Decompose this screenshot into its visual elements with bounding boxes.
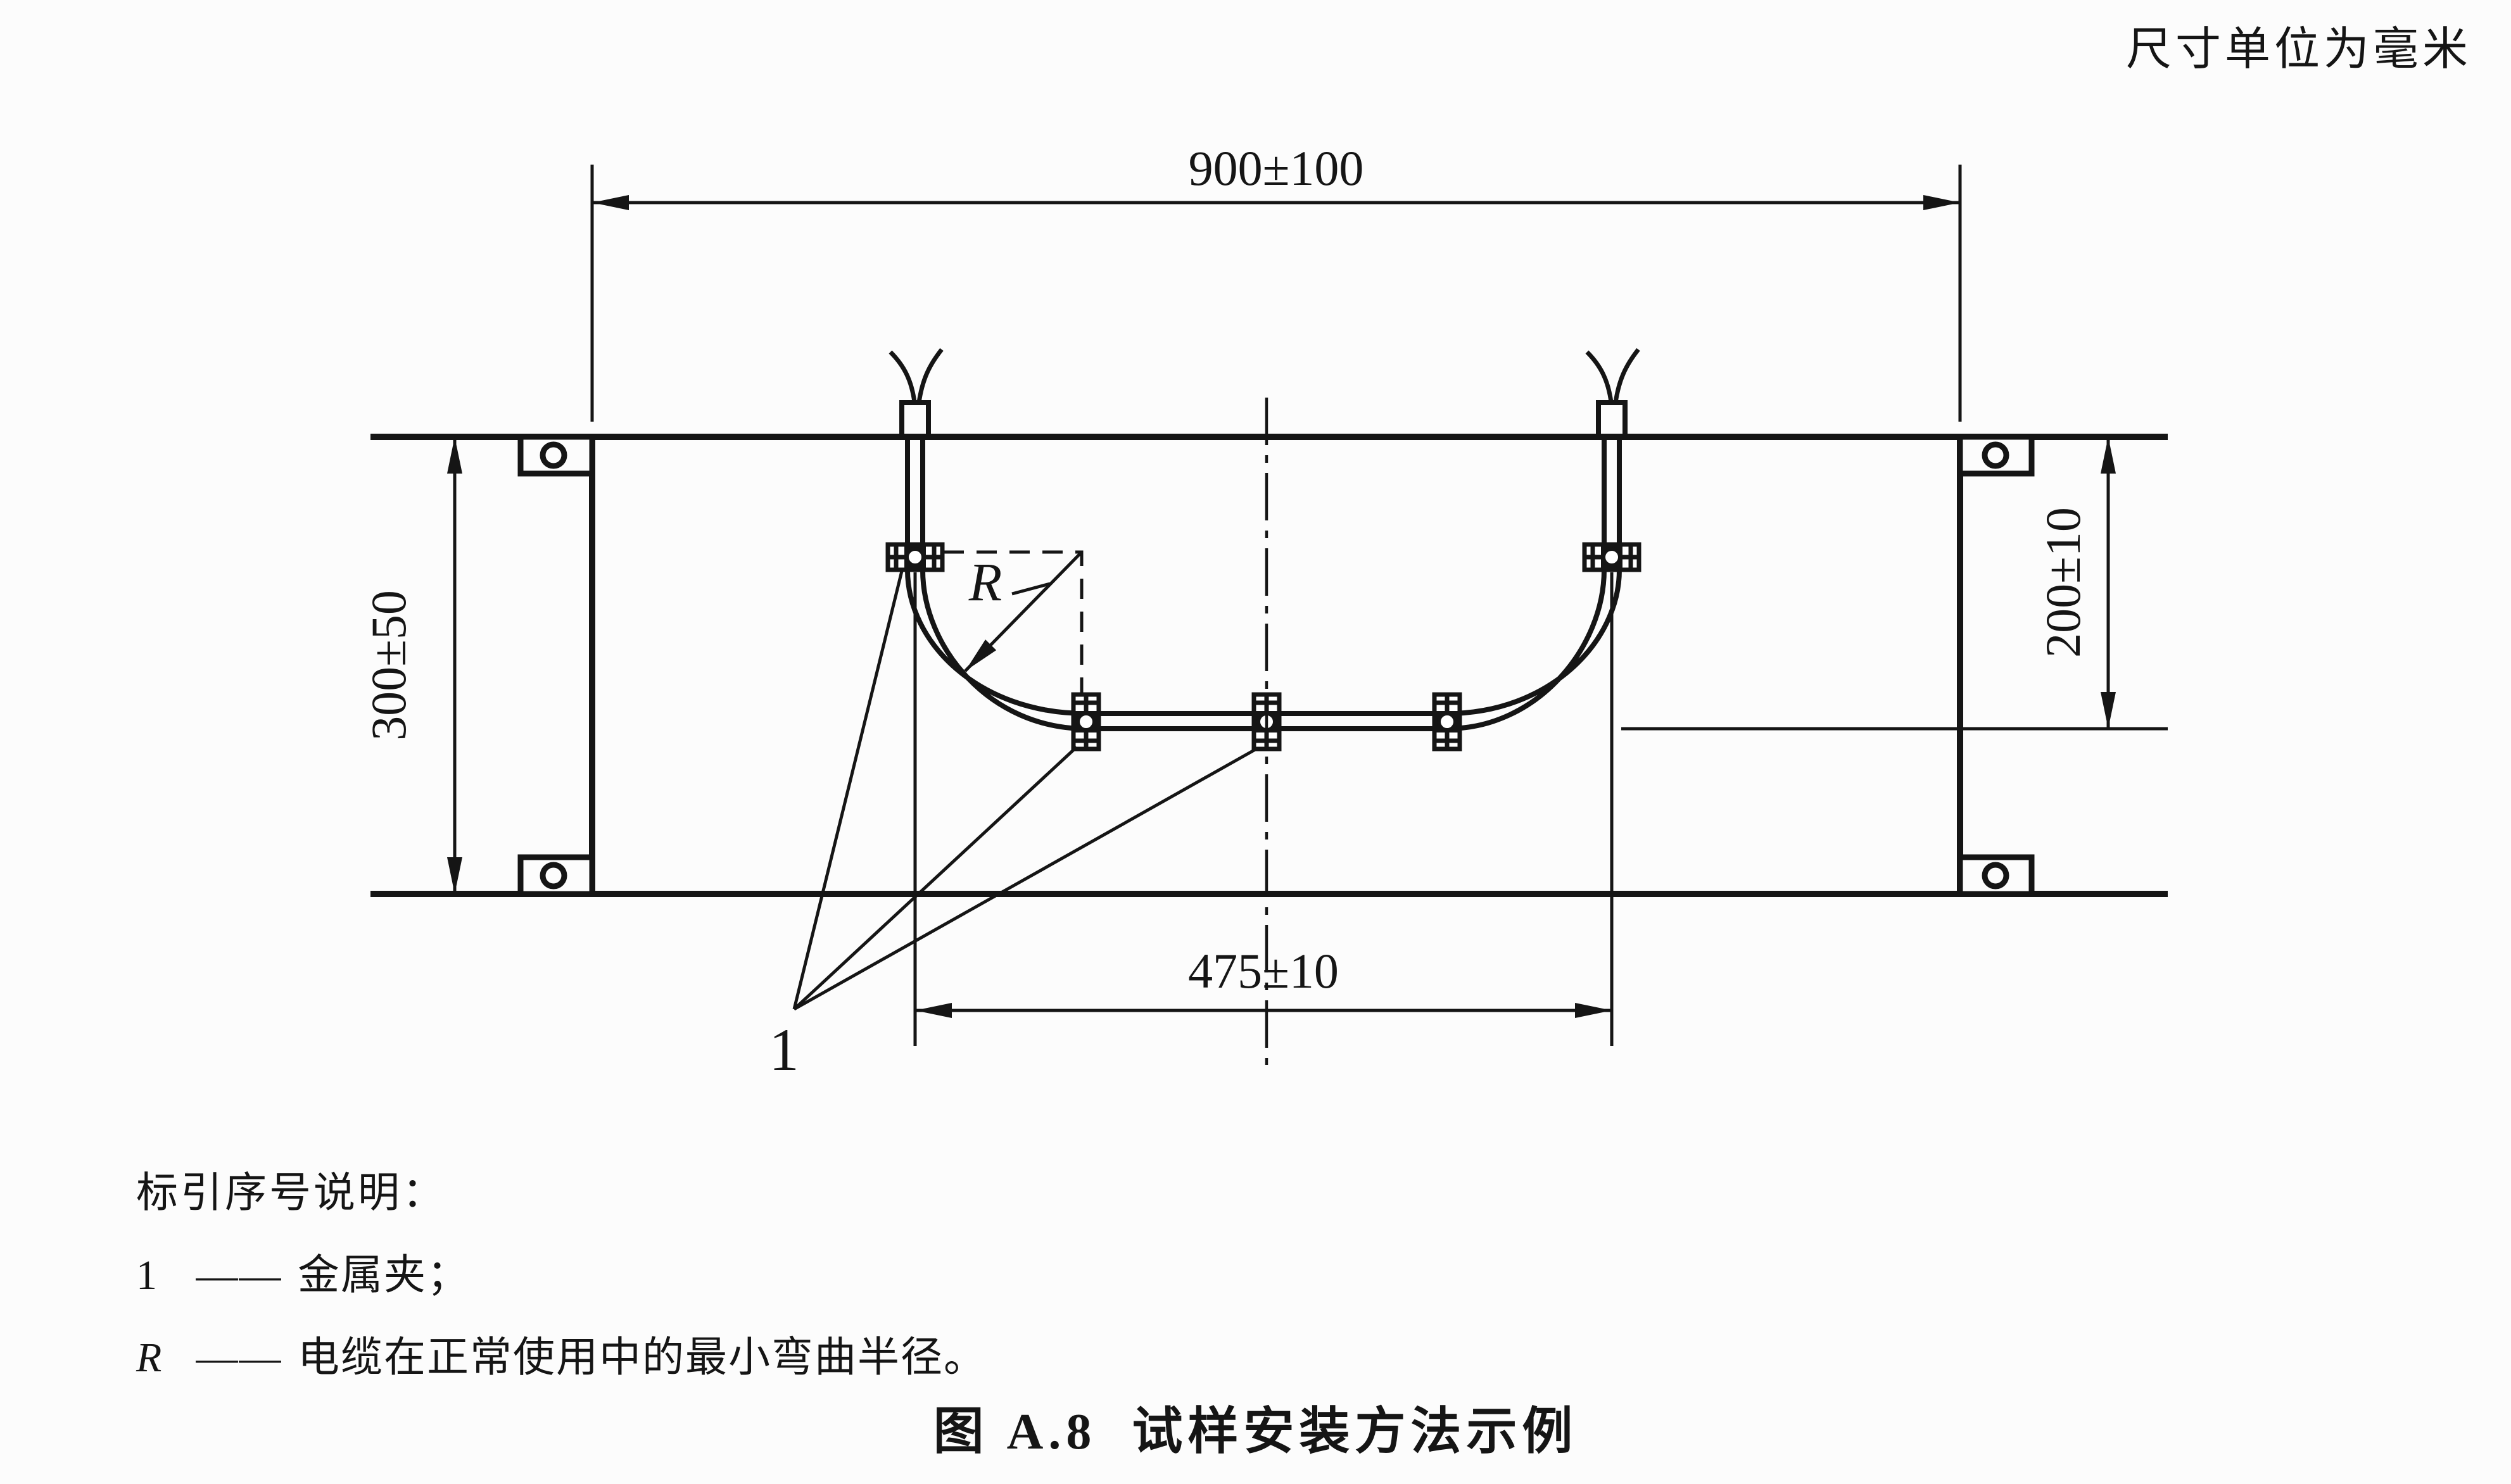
cable-right-bend bbox=[1446, 569, 1622, 731]
legend-item-radius-ref: R bbox=[136, 1335, 163, 1381]
tab-hole-bottom-right bbox=[1982, 862, 2009, 890]
dim-900-label: 900±100 bbox=[1189, 141, 1364, 196]
unit-note: 尺寸单位为毫米 bbox=[2125, 24, 2472, 75]
ref1-leader-bottom-center-clamp bbox=[793, 748, 1256, 1011]
dim-300-label: 300±50 bbox=[361, 590, 416, 741]
legend-item-radius: R —— 电缆在正常使用中的最小弯曲半径。 bbox=[136, 1337, 987, 1379]
cable-right-endcap bbox=[1596, 400, 1628, 439]
ref1-leader-bottom-left-clamp bbox=[793, 746, 1078, 1010]
ref1-label: 1 bbox=[769, 1016, 799, 1083]
radius-label-tick bbox=[1011, 582, 1051, 596]
clamp-left-upper bbox=[888, 544, 942, 570]
legend-item-clamp: 1 —— 金属夹； bbox=[136, 1255, 987, 1297]
cable-left-fray-icon bbox=[889, 348, 944, 408]
ref1-leaders bbox=[792, 570, 1256, 1011]
mounting-tabs bbox=[517, 434, 2035, 897]
dim-475 bbox=[913, 572, 1614, 1046]
legend: 标引序号说明： 1 —— 金属夹； R —— 电缆在正常使用中的最小弯曲半径。 bbox=[136, 1173, 987, 1419]
cable-right-fray-icon bbox=[1585, 348, 1640, 408]
clamp-right-upper bbox=[1584, 544, 1639, 570]
figure-caption: 图 A.8 试样安装方法示例 bbox=[0, 1390, 2511, 1464]
cable-left-endcap bbox=[899, 400, 931, 439]
clamp-bottom-right bbox=[1434, 695, 1460, 749]
mounting-board bbox=[370, 434, 2168, 897]
legend-item-radius-separator: —— bbox=[196, 1335, 282, 1381]
legend-item-clamp-ref: 1 bbox=[136, 1252, 158, 1298]
tab-hole-bottom-left bbox=[540, 862, 567, 890]
legend-title: 标引序号说明： bbox=[136, 1170, 446, 1216]
dim-200-label: 200±10 bbox=[2035, 507, 2090, 658]
tab-hole-top-right bbox=[1982, 441, 2009, 469]
tab-hole-top-left bbox=[540, 441, 567, 469]
radius-construction bbox=[944, 550, 1084, 693]
dim-200 bbox=[1621, 437, 2168, 731]
ref1-leader-upper-clamp bbox=[792, 570, 904, 1010]
figure-title: 试样安装方法示例 bbox=[1132, 1404, 1578, 1460]
legend-item-radius-text: 电缆在正常使用中的最小弯曲半径。 bbox=[298, 1335, 987, 1381]
legend-item-clamp-separator: —— bbox=[196, 1252, 282, 1298]
cable-specimen bbox=[889, 348, 1640, 731]
clamp-bottom-left bbox=[1073, 695, 1099, 749]
radius-arrow bbox=[964, 551, 1083, 672]
dim-900 bbox=[590, 165, 1962, 422]
radius-label: R bbox=[968, 551, 1003, 612]
dim-475-label: 475±10 bbox=[1188, 943, 1339, 998]
legend-item-clamp-text: 金属夹； bbox=[298, 1252, 470, 1298]
cable-left-bend bbox=[905, 569, 1087, 731]
figure-number: 图 A.8 bbox=[933, 1404, 1097, 1460]
